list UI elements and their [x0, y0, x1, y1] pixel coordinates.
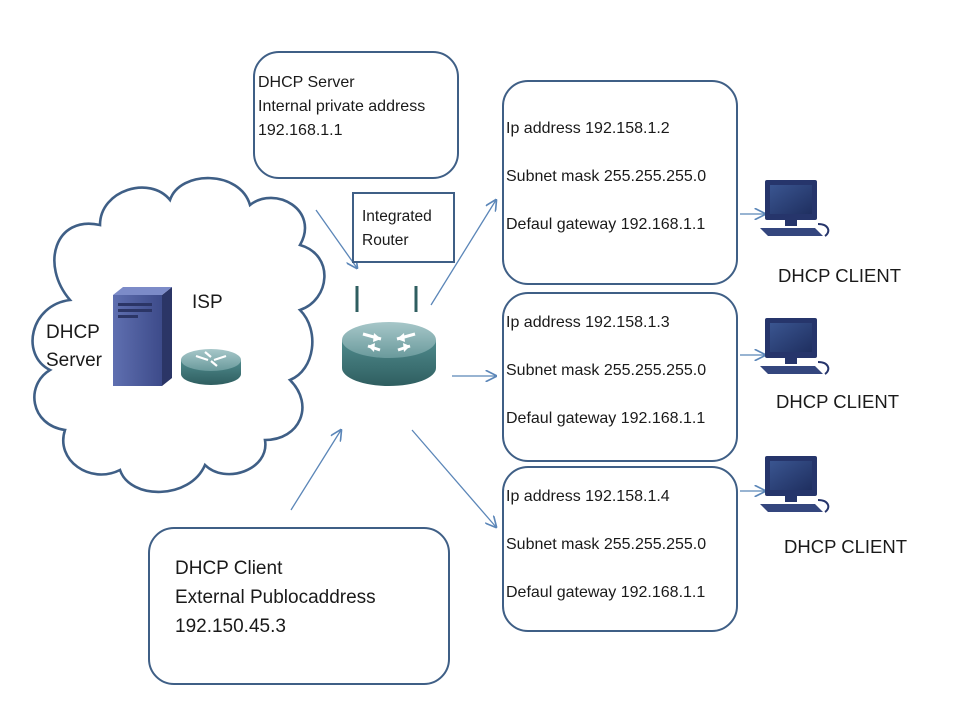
client-label-2: DHCP CLIENT: [776, 391, 900, 412]
client-2-subnet-mask: Subnet mask 255.255.255.0: [506, 362, 707, 379]
client-3-gateway: Defaul gateway 192.168.1.1: [506, 584, 706, 601]
client-2-gateway: Defaul gateway 192.168.1.1: [506, 410, 706, 427]
client-config-box-2: Ip address 192.158.1.3 Subnet mask 255.2…: [502, 292, 738, 462]
integrated-router-icon: [342, 286, 436, 386]
arrow-server-to-router: [315, 209, 357, 268]
client-1-subnet-mask: Subnet mask 255.255.255.0: [506, 168, 707, 185]
client-2-ip: Ip address 192.158.1.3: [506, 314, 670, 331]
cloud-dhcp-server-label-line-1: DHCP: [46, 322, 100, 343]
client-label-3: DHCP CLIENT: [784, 536, 908, 557]
client-1-ip: Ip address 192.158.1.2: [506, 120, 670, 137]
client-pc-icon-3: [760, 456, 830, 513]
dhcp-server-box-line-1: DHCP Server: [258, 74, 355, 91]
dhcp-client-external-box: DHCP Client External Publocaddress 192.1…: [148, 527, 450, 685]
cloud-dhcp-server-label-line-2: Server: [46, 350, 102, 371]
dhcp-client-box-line-3: 192.150.45.3: [175, 616, 286, 637]
client-label-1: DHCP CLIENT: [778, 265, 902, 286]
client-3-ip: Ip address 192.158.1.4: [506, 488, 670, 505]
client-config-box-3: Ip address 192.158.1.4 Subnet mask 255.2…: [502, 466, 738, 632]
client-3-subnet-mask: Subnet mask 255.255.255.0: [506, 536, 707, 553]
dhcp-client-box-line-1: DHCP Client: [175, 558, 283, 579]
client-1-gateway: Defaul gateway 192.168.1.1: [506, 216, 706, 233]
cloud-dhcp-server-label: DHCP Server: [46, 319, 102, 375]
client-pc-icon-1: [760, 180, 830, 237]
dhcp-client-box-line-2: External Publocaddress: [175, 587, 376, 608]
client-pc-icon-2: [760, 318, 830, 375]
connection-arrows: [290, 200, 765, 527]
isp-label: ISP: [192, 292, 223, 313]
arrow-client-to-router: [290, 430, 341, 511]
integrated-router-label-line-2: Router: [362, 232, 409, 249]
client-config-box-1: Ip address 192.158.1.2 Subnet mask 255.2…: [502, 80, 738, 285]
dhcp-server-box-line-2: Internal private address: [258, 98, 426, 115]
integrated-router-label-line-1: Integrated: [362, 208, 432, 225]
dhcp-server-box: DHCP Server Internal private address 192…: [253, 51, 459, 179]
isp-router-icon: [181, 349, 241, 385]
arrow-router-to-client-1: [430, 200, 496, 306]
integrated-router-label-box: Integrated Router: [352, 192, 455, 263]
dhcp-server-box-line-3: 192.168.1.1: [258, 122, 343, 139]
arrow-router-to-client-3: [411, 429, 496, 527]
cloud-outline: [31, 176, 326, 494]
isp-server-icon: [113, 287, 172, 386]
isp-cloud: [31, 176, 326, 494]
